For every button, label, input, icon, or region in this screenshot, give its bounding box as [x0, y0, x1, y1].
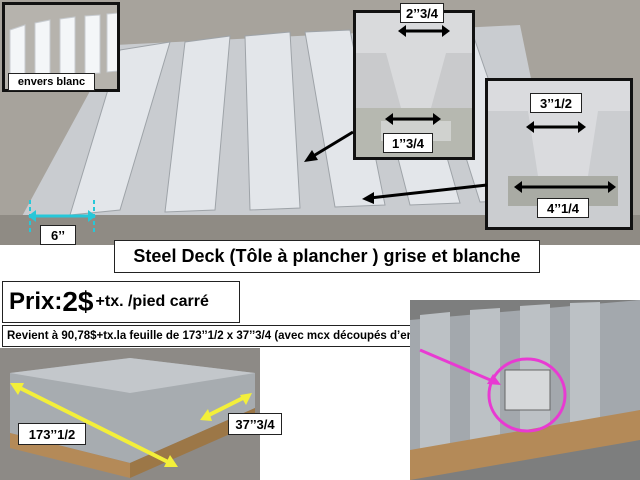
pallet-stack-photo [0, 348, 260, 480]
rib-width-label: 6’’ [40, 225, 76, 245]
length-width-arrows [10, 383, 252, 467]
cutout-highlight [419, 348, 567, 433]
top-rib-base-label: 1’’3/4 [383, 133, 433, 153]
right-rib-top-arrow [526, 121, 586, 133]
width-label: 37’’3/4 [228, 413, 282, 435]
top-rib-width-label: 2’’3/4 [400, 3, 444, 23]
right-rib-bottom-label: 4’’1/4 [537, 198, 589, 218]
right-rib-bottom-arrow [514, 181, 616, 193]
length-label: 173’’1/2 [18, 423, 86, 445]
right-rib-top-label: 3’’1/2 [530, 93, 582, 113]
price-box: Prix: 2$ +tx. /pied carré [2, 281, 240, 323]
rib-detail-photo-right [485, 78, 633, 230]
underside-label: envers blanc [8, 73, 95, 91]
cutout-detail-photo [410, 300, 640, 480]
price-prefix: Prix: [9, 288, 63, 315]
product-title: Steel Deck (Tôle à plancher ) grise et b… [114, 240, 540, 273]
top-rib-width-arrow [398, 25, 450, 37]
price-amount: 2$ [62, 286, 94, 317]
top-rib-base-arrow [385, 113, 441, 125]
rib-width-arrow [28, 200, 96, 232]
pointer-arrows [304, 130, 488, 204]
price-suffix: +tx. /pied carré [95, 293, 209, 310]
